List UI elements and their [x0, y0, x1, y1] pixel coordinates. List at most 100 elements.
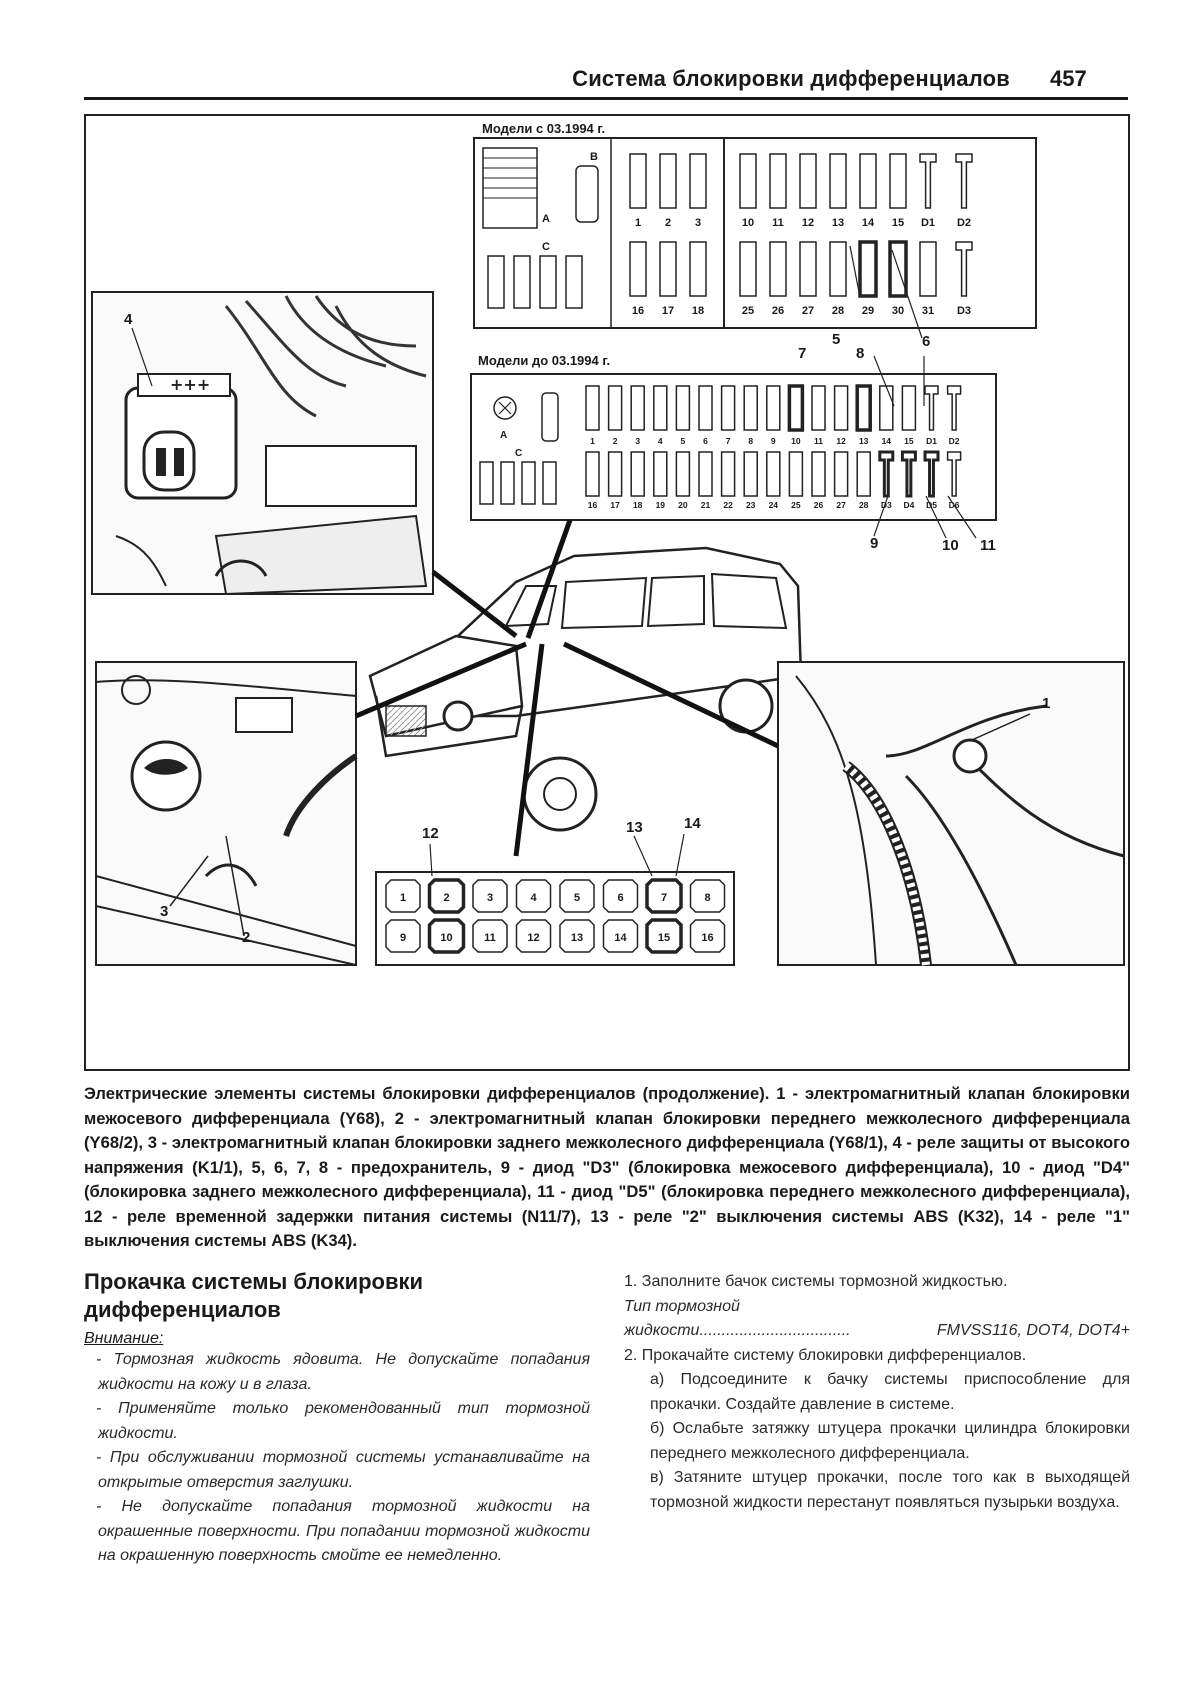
callout-6: 6	[922, 333, 930, 350]
fusebox-new-top-fuse	[859, 153, 877, 209]
connector-c-slots	[487, 255, 583, 309]
relay-panel-top-relay	[645, 878, 683, 914]
relay-panel-bottom-relay	[645, 918, 683, 954]
fusebox-new-bottom-fuse	[659, 241, 677, 297]
relay-panel-bottom-label: 14	[614, 932, 627, 944]
relay-panel-bottom-label: 15	[658, 932, 670, 944]
relay-panel-top-label: 8	[704, 892, 710, 904]
spec-dots: ..................................	[699, 1322, 851, 1339]
fusebox-old-bottom-diode	[900, 450, 917, 498]
callout-4: 4	[124, 311, 133, 328]
sub-step-c: в) Затяните штуцер прокачки, после того …	[650, 1469, 1130, 1511]
fusebox-old-top-label: D1	[926, 436, 937, 446]
fusebox-old-bottom-label: D4	[903, 500, 914, 510]
callout-9: 9	[870, 535, 878, 552]
warning-item: - Не допускайте попадания тормозной жидк…	[96, 1498, 590, 1564]
fusebox-new-bottom-label: 30	[892, 305, 904, 317]
fusebox-new-top-diode	[919, 153, 937, 209]
fusebox-new-label-a: A	[542, 213, 550, 225]
fusebox-new-label-c: C	[542, 241, 550, 253]
spec-label: Тип тормозной	[624, 1297, 740, 1315]
fusebox-new-bottom-label: 26	[772, 305, 784, 317]
fusebox-old-bottom-label: 27	[836, 500, 846, 510]
callout-7: 7	[798, 345, 806, 362]
fusebox-old-bottom-label: 21	[701, 500, 711, 510]
callout-1: 1	[1042, 695, 1050, 712]
fusebox-old-bottom-label: 22	[723, 500, 733, 510]
fusebox-new-bottom-fuse	[689, 241, 707, 297]
fusebox-old-top-label: 1	[590, 436, 595, 446]
relay-panel-bottom-label: 11	[484, 932, 496, 944]
fusebox-old-top-fuse	[720, 385, 736, 431]
relay-block-a	[482, 147, 538, 229]
fusebox-new-top-label: 15	[892, 217, 904, 229]
warning-item: - Тормозная жидкость ядовита. Не допуска…	[96, 1351, 590, 1393]
fusebox-old-bottom-diode	[923, 450, 940, 498]
spec-label-cont: жидкости	[624, 1322, 700, 1339]
fusebox-old-bottom-label: 18	[633, 500, 643, 510]
relay-panel-top-label: 3	[487, 892, 493, 904]
fusebox-old-top-label: 3	[635, 436, 640, 446]
fusebox-new-bottom-label: 31	[922, 305, 934, 317]
relay-panel-top-relay	[689, 879, 726, 913]
fusebox-old-bottom-fuse	[675, 451, 691, 497]
fusebox-old-bottom-fuse	[720, 451, 736, 497]
header-divider	[84, 97, 1128, 100]
fusebox-old-top-label: 4	[658, 436, 663, 446]
connector-b	[575, 165, 599, 223]
fusebox-old-title: Модели до 03.1994 г.	[478, 353, 610, 368]
page-number: 457	[1050, 66, 1087, 91]
fusebox-old-label-c: C	[515, 448, 522, 459]
spec-value: FMVSS116, DOT4, DOT4+	[936, 1322, 1130, 1339]
fusebox-old-top-label: 11	[814, 436, 823, 446]
fusebox-new-bottom-fuse	[919, 241, 937, 297]
relay-panel-bottom-label: 9	[400, 932, 406, 944]
fusebox-new-top-fuse	[689, 153, 707, 209]
fusebox-new-bottom-label: 25	[742, 305, 754, 317]
relay-panel-top-relay	[427, 878, 466, 914]
fusebox-old-top-label: 14	[882, 436, 892, 446]
fusebox-new-title: Модели с 03.1994 г.	[482, 121, 605, 136]
warning-label: Внимание:	[84, 1330, 164, 1347]
fusebox-new-top-fuse	[629, 153, 647, 209]
relay-panel-bottom-relay	[427, 918, 466, 954]
callout-14: 14	[684, 815, 701, 832]
fusebox-old-top-diode	[924, 385, 939, 431]
page-header-title: Система блокировки дифференциалов	[572, 66, 1010, 91]
relay-panel-top-relay	[385, 879, 421, 913]
callout-3: 3	[160, 903, 168, 920]
fusebox-new-bottom-label: D3	[957, 305, 971, 317]
fusebox-new-bottom-label: 27	[802, 305, 814, 317]
fusebox-new-bottom-fuse	[629, 241, 647, 297]
relay-panel-top-label: 2	[443, 892, 449, 904]
fusebox-old-connector-slots	[479, 461, 557, 505]
fusebox-new-bottom-diode	[955, 241, 973, 297]
fusebox-old-bottom-fuse	[811, 451, 826, 497]
fusebox-new-top-diode	[955, 153, 973, 209]
fusebox-old-bottom-label: 19	[656, 500, 666, 510]
fusebox-new-top-label: 13	[832, 217, 844, 229]
fusebox-old-top-label: 7	[726, 436, 731, 446]
fusebox-old-bottom-label: D3	[881, 500, 892, 510]
relay-panel-top-label: 6	[617, 892, 623, 904]
svg-text:+++: +++	[170, 375, 210, 394]
fusebox-old-bottom-fuse	[630, 451, 645, 497]
relay-panel-top-relay	[559, 879, 595, 913]
relay-panel-bottom-relay	[385, 919, 421, 953]
relay-panel-bottom-label: 16	[701, 932, 713, 944]
right-column: 1. Заполните бачок системы тормозной жид…	[624, 1270, 1130, 1515]
fusebox-old-bottom-label: 25	[791, 500, 801, 510]
fusebox-new-bottom-label: 16	[632, 305, 644, 317]
fusebox-old-top-fuse	[787, 384, 805, 432]
spec-row: жидкости ...............................…	[624, 1319, 1130, 1344]
callout-10: 10	[942, 537, 959, 554]
fusebox-old-bottom-label: 17	[610, 500, 620, 510]
fusebox-old-bottom-label: 26	[814, 500, 824, 510]
callout-13: 13	[626, 819, 643, 836]
relay-panel-top-label: 4	[530, 892, 537, 904]
